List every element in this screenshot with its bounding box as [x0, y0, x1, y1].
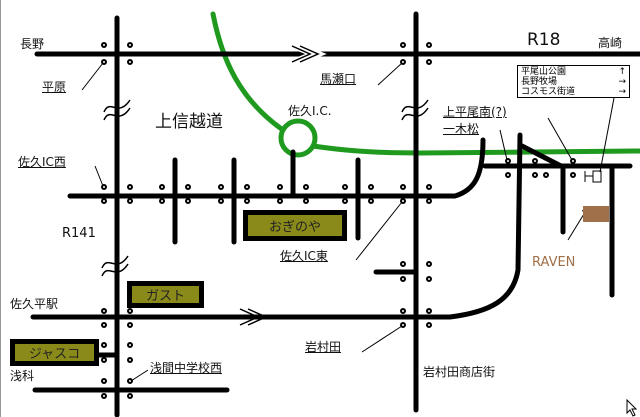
label-hirahara: 平原	[42, 80, 67, 94]
label-joshinetsu-expressway: 上信越道	[155, 112, 223, 132]
shop-gusto: ガスト	[127, 281, 204, 308]
label-r18: R18	[527, 30, 561, 50]
shop-jusco-label: ジャスコ	[28, 347, 81, 362]
roads	[30, 11, 640, 417]
info-label: 平尾山公園	[521, 67, 567, 77]
label-saku-ic-west: 佐久IC西	[18, 155, 66, 169]
label-iwamurada-shopping-street: 岩村田商店街	[423, 365, 496, 379]
label-kamihiraominami: 上平尾南(?)	[443, 105, 507, 119]
label-saku-ic-east: 佐久IC東	[280, 249, 328, 263]
label-nagano: 長野	[20, 37, 45, 51]
building-symbol	[584, 170, 602, 183]
label-takasaki: 高崎	[598, 36, 623, 50]
info-label: コスモス街道	[521, 87, 576, 97]
info-row: コスモス街道 →	[521, 87, 626, 97]
arrow-right-icon: →	[618, 77, 626, 87]
label-iwamurada: 岩村田	[305, 340, 342, 354]
label-raven: RAVEN	[532, 255, 576, 270]
shop-gusto-label: ガスト	[145, 289, 185, 304]
raven-location-marker	[583, 206, 609, 222]
label-r141: R141	[62, 226, 96, 241]
leader-lines	[81, 62, 615, 382]
mouse-cursor-icon	[626, 399, 638, 417]
road-break-marks	[101, 43, 429, 326]
label-maseguchi: 馬瀬口	[320, 72, 357, 86]
label-asama-jhs-west: 浅間中学校西	[150, 361, 223, 375]
label-hitotsumatsu: 一木松	[443, 122, 480, 136]
direction-info-box: 平尾山公園 ↑ 長野牧場 → コスモス街道 →	[517, 65, 630, 98]
arrow-up-icon: ↑	[618, 67, 626, 77]
shop-oginoya: おぎのや	[243, 210, 347, 241]
arrow-right-icon: →	[618, 87, 626, 97]
label-saku-ic: 佐久I.C.	[288, 104, 332, 118]
label-sakudaira-station: 佐久平駅	[10, 297, 59, 311]
shop-jusco: ジャスコ	[10, 339, 99, 366]
info-row: 長野牧場 →	[521, 77, 626, 87]
shop-oginoya-label: おぎのや	[268, 220, 321, 235]
info-label: 長野牧場	[521, 77, 558, 87]
label-asashina: 浅科	[10, 369, 35, 383]
signal-dots	[101, 42, 576, 399]
info-row: 平尾山公園 ↑	[521, 67, 626, 77]
